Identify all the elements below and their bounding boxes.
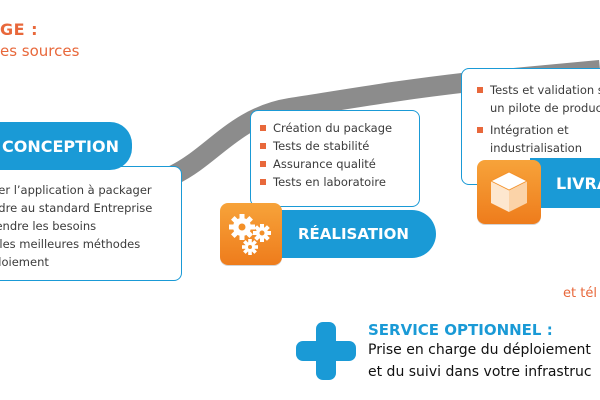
livraison-item: Tests et validation s <box>476 81 600 99</box>
conception-item: ploiement <box>0 253 152 271</box>
realisation-box: Création du package Tests de stabilité A… <box>250 110 420 207</box>
livraison-item: Intégration et <box>476 121 600 139</box>
realisation-label-text: RÉALISATION <box>298 225 409 243</box>
realisation-item: Assurance qualité <box>259 155 392 173</box>
service-line-1: Prise en charge du déploiement <box>368 342 591 358</box>
realisation-item: Création du package <box>259 119 392 137</box>
conception-item: rendre les besoins <box>0 217 152 235</box>
page-title: GE : <box>0 20 39 39</box>
livraison-label: LIVRA <box>530 158 600 208</box>
conception-label: CONCEPTION <box>0 122 132 170</box>
plus-icon <box>296 322 356 380</box>
livraison-item-cont: industrialisation <box>490 141 582 155</box>
livraison-tile <box>477 160 541 224</box>
conception-item: ndre au standard Entreprise <box>0 199 152 217</box>
conception-item: r les meilleures méthodes <box>0 235 152 253</box>
conception-box: fier l’application à packager ndre au st… <box>0 166 182 281</box>
realisation-tile <box>220 203 282 265</box>
service-title: SERVICE OPTIONNEL : <box>368 321 553 339</box>
service-line-2: et du suivi dans votre infrastruc <box>368 364 592 380</box>
livraison-label-text: LIVRA <box>556 173 600 193</box>
realisation-item: Tests en laboratoire <box>259 173 392 191</box>
right-fragment-text: et tél <box>563 286 597 301</box>
conception-label-text: CONCEPTION <box>2 136 119 156</box>
livraison-item-cont: un pilote de product <box>490 101 600 115</box>
realisation-label: RÉALISATION <box>270 210 436 258</box>
cube-icon <box>490 171 528 212</box>
conception-item: fier l’application à packager <box>0 181 152 199</box>
gears-icon <box>229 214 271 255</box>
realisation-item: Tests de stabilité <box>259 137 392 155</box>
page-subtitle: es sources <box>0 42 80 60</box>
